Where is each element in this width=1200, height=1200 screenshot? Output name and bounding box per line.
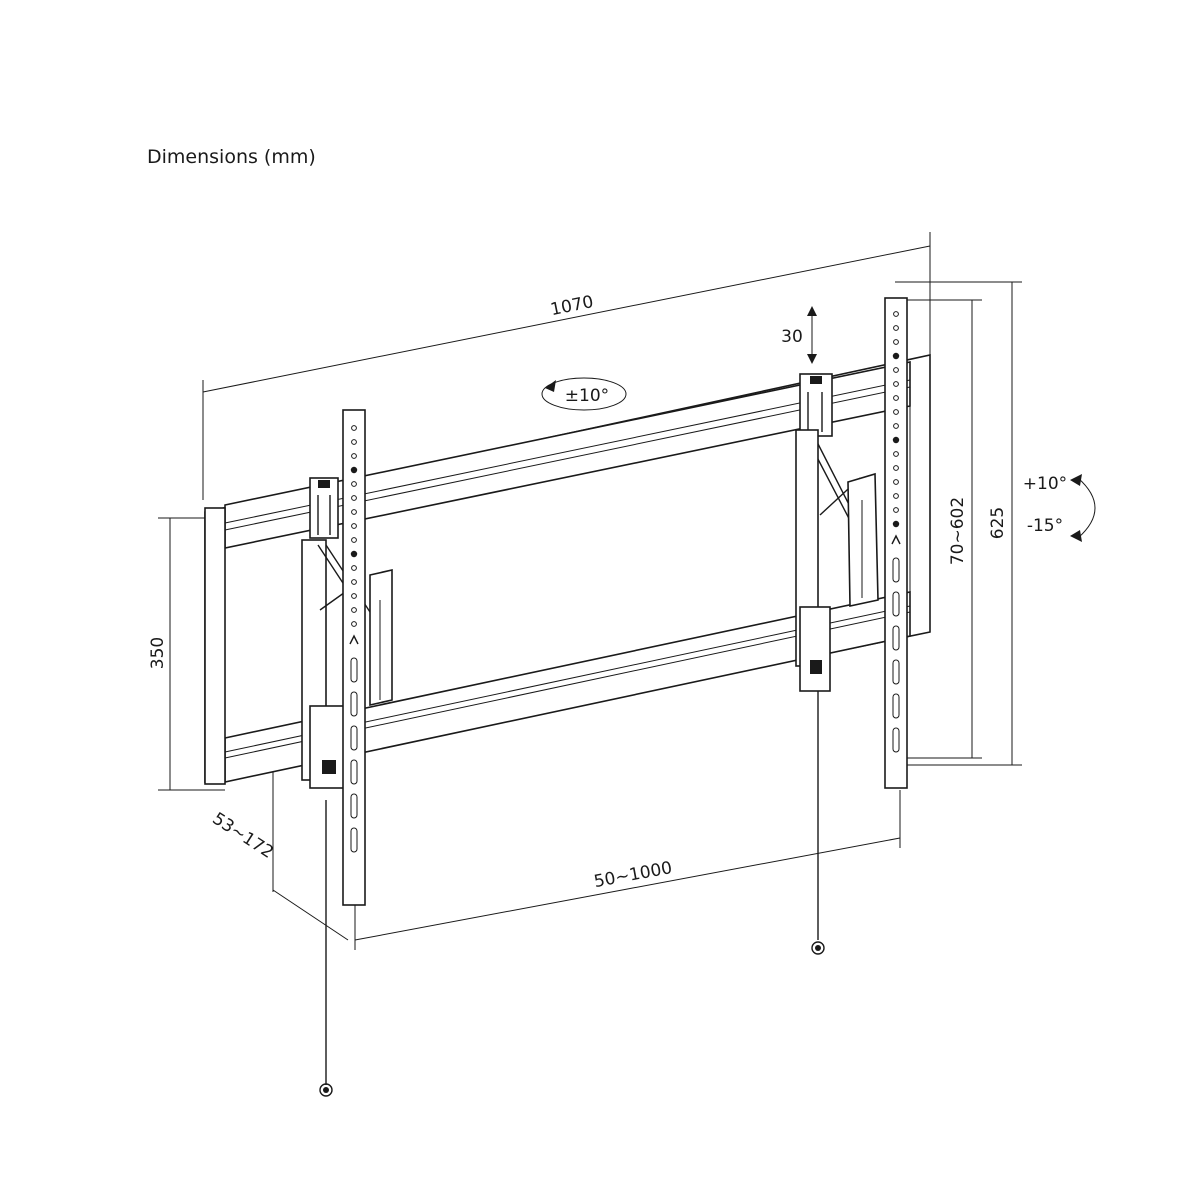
diagram-caption: Dimensions (mm) [147,146,316,168]
strip-hole [893,507,899,513]
strip-hole [893,311,899,317]
strip-hole [351,593,357,599]
strip-hole [351,537,357,543]
frame-height-label: 350 [148,637,168,669]
overall-width-label: 1070 [549,292,595,320]
strip-slot [892,557,900,583]
strip-hole [893,325,899,331]
tilt-up-label: +10° [1023,474,1067,494]
strip-hole [893,409,899,415]
vertical-range-label: 70~602 [948,497,968,565]
strip-hole [893,479,899,485]
strip-hole [893,493,899,499]
strip-slot [892,591,900,617]
strip-hole [892,352,900,360]
left-strip-holes [349,425,359,853]
strip-hole [351,439,357,445]
dimension-lines [158,232,1022,950]
strip-hole [351,481,357,487]
right-strip-holes [891,311,901,753]
strip-hole [893,395,899,401]
strip-hole [351,579,357,585]
strip-hole [351,607,357,613]
strip-slot [892,693,900,719]
strip-hole [351,425,357,431]
swivel-rotation-icon [541,377,627,411]
strip-arrow-mark [891,534,901,545]
arm-spacing-label: 50~1000 [592,858,673,892]
strip-slot [350,691,358,717]
strip-hole [893,451,899,457]
strip-hole [350,550,358,558]
right-mounting-arm [795,297,908,955]
strip-hole [351,509,357,515]
strip-hole [893,339,899,345]
strip-hole [350,466,358,474]
strip-slot [350,725,358,751]
strip-hole [893,423,899,429]
strip-hole [892,520,900,528]
strip-hole [892,436,900,444]
wall-depth-label: 53~172 [209,809,277,863]
strip-hole [351,495,357,501]
strip-slot [350,657,358,683]
strip-hole [893,367,899,373]
strip-hole [351,523,357,529]
strip-slot [892,727,900,753]
strip-slot [350,759,358,785]
strip-slot [350,793,358,819]
strip-hole [351,621,357,627]
strip-slot [892,659,900,685]
strip-slot [892,625,900,651]
swivel-label: ±10° [565,386,609,406]
tilt-rotation-icon [1070,474,1096,542]
strip-hole [893,465,899,471]
tilt-down-label: -15° [1027,516,1063,536]
strip-hole [893,381,899,387]
strip-arrow-mark [349,634,359,645]
strip-hole [351,565,357,571]
overall-height-label: 625 [988,507,1008,539]
strip-hole [351,453,357,459]
strip-slot [350,827,358,853]
height-adjust-label: 30 [781,327,803,347]
